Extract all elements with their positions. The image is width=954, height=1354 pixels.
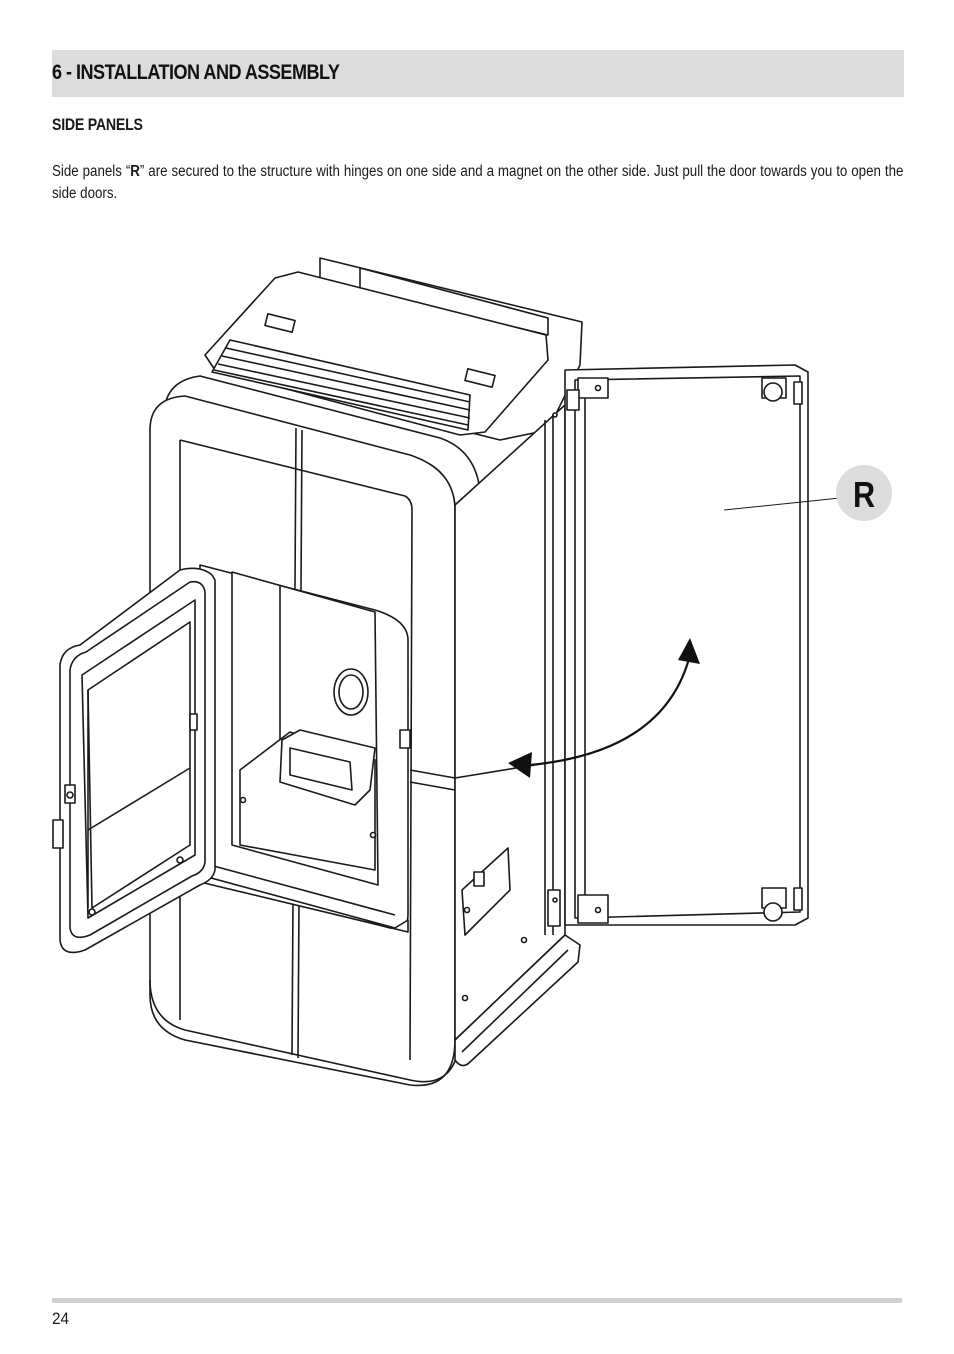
paragraph-text-start: Side panels “ (52, 163, 131, 180)
stove-side-panel-illustration: R (52, 257, 892, 1087)
panel-reference-letter: R (130, 163, 140, 180)
subheading: SIDE PANELS (52, 116, 143, 134)
footer-divider (52, 1298, 902, 1303)
page-number: 24 (52, 1309, 70, 1328)
paragraph-text-end: ” are secured to the structure with hing… (52, 163, 904, 202)
arrow-head-top (678, 638, 700, 664)
opening-arrow (529, 654, 692, 767)
callout-label: R (853, 476, 875, 516)
body-paragraph: Side panels “R” are secured to the struc… (52, 161, 903, 205)
callout-circle (836, 465, 892, 521)
arrow-head-left (508, 752, 532, 778)
section-header-bar: 6 - INSTALLATION AND ASSEMBLY (52, 50, 904, 97)
callout-leader-line (723, 497, 841, 511)
section-title: 6 - INSTALLATION AND ASSEMBLY (52, 61, 340, 84)
